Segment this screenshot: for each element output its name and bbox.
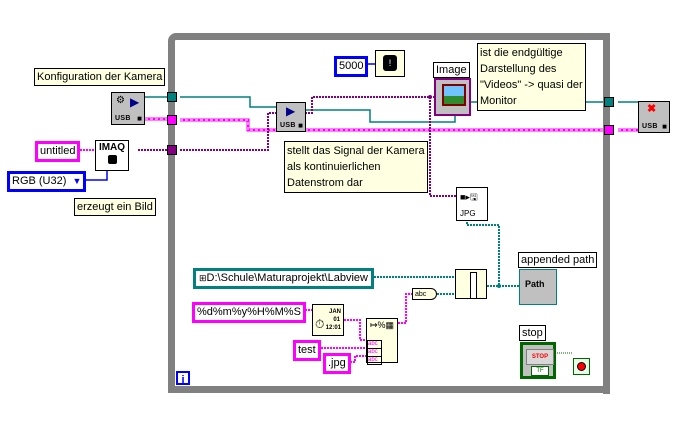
prefix-constant[interactable]: test (293, 340, 321, 361)
loop-resize-handle[interactable] (603, 387, 610, 394)
image-type-enum[interactable]: RGB (U32) ▼ (7, 171, 87, 192)
stop-button-terminal[interactable]: STOP TF (520, 342, 556, 379)
camera-config-icon: ⚙ (116, 95, 125, 106)
wire-image-to-jpeg (429, 97, 457, 197)
wire-session-loop (180, 96, 276, 108)
format-into-string-node[interactable]: ↦%▦ abc abc abc (366, 318, 398, 365)
image-in-tunnel[interactable] (167, 145, 177, 155)
month-text: JAN (328, 309, 341, 315)
path-indicator-text: Path (525, 279, 545, 289)
stop-button[interactable]: STOP (526, 349, 554, 365)
image-display-indicator[interactable] (434, 78, 471, 116)
base-path-constant[interactable]: ⊞D:\Schule\Maturaprojekt\Labview (193, 268, 374, 289)
comment-stream: stellt das Signal der Kamera als kontinu… (284, 141, 428, 193)
wait-node[interactable]: ! (375, 50, 405, 77)
comment-line: Datenstrom dar (287, 177, 363, 189)
wire-junction (497, 284, 501, 288)
concat-input[interactable]: abc (367, 356, 382, 365)
stop-if-true-icon (577, 362, 586, 371)
appended-path-label: appended path (518, 252, 598, 268)
wire-jpg (347, 355, 366, 363)
wire-time-out (344, 319, 366, 341)
usb-label: USB (115, 115, 131, 122)
usb-close-node[interactable]: ✖ USB ■ (638, 101, 670, 133)
error-out-tunnel[interactable] (604, 125, 614, 135)
camera-icon: ■ (298, 121, 303, 130)
wire-concat-out (398, 293, 412, 324)
wire-jpeg-path (466, 222, 500, 286)
path-icon: ⊞ (199, 273, 207, 283)
image-display-icon (442, 84, 466, 106)
wire-image-loop (180, 112, 276, 151)
close-x-icon: ✖ (647, 103, 657, 115)
wire-junction (428, 95, 432, 99)
string-to-path-icon: abc (415, 291, 427, 298)
camera-icon: ■ (137, 114, 142, 123)
comment-camera-config: Konfiguration der Kamera (34, 68, 166, 86)
wait-watch-icon: ! (383, 55, 397, 71)
imaq-label: IMAQ (98, 142, 126, 153)
comment-display: ist die endgültige Darstellung des "Vide… (477, 43, 586, 111)
comment-line: als kontinuierlichen (287, 161, 381, 173)
comment-line: Darstellung des (480, 63, 557, 75)
comment-line: stellt das Signal der Kamera (287, 145, 425, 157)
comment-creates-image: erzeugt ein Bild (74, 198, 156, 216)
comment-line: "Videos" -> quasi der (480, 79, 583, 91)
string-to-path-node[interactable]: abc (412, 288, 437, 300)
build-path-icon (470, 272, 477, 299)
comment-line: ist die endgültige (480, 47, 563, 59)
format-into-string-icon: ↦%▦ (370, 320, 395, 330)
write-jpeg-node[interactable]: ■▸🖫 JPG (456, 187, 488, 221)
build-path-node[interactable] (455, 269, 487, 299)
format-time-node[interactable]: ⏱ JAN 01 12:01 (312, 304, 344, 336)
usb-grab-node[interactable]: ▶ USB ■ (276, 102, 306, 132)
base-path-value: D:\Schule\Maturaprojekt\Labview (206, 272, 368, 284)
iteration-terminal: i (176, 371, 190, 386)
imaq-create-node[interactable]: IMAQ (95, 140, 129, 171)
day-text: 01 (333, 317, 340, 323)
write-jpeg-label: JPG (460, 209, 476, 218)
usb-label: USB (642, 123, 658, 130)
run-arrow-icon: ▶ (130, 95, 140, 109)
time-format-constant[interactable]: %d%m%y%H%M%S (192, 302, 306, 323)
image-name-constant[interactable]: untitled (35, 141, 81, 162)
dropdown-arrow-icon[interactable]: ▼ (72, 176, 82, 186)
wire-image-type (80, 170, 108, 181)
loop-condition-terminal[interactable] (573, 358, 590, 375)
stop-label: stop (519, 325, 546, 341)
imaq-create-icon (107, 155, 117, 164)
camera-icon: ■ (662, 122, 667, 131)
wire-image-grab-out (305, 96, 434, 114)
session-in-tunnel[interactable] (167, 92, 177, 102)
clock-icon: ⏱ (315, 317, 325, 331)
image-type-value: RGB (U32) (12, 175, 67, 187)
usb-label: USB (280, 122, 296, 129)
appended-path-indicator[interactable]: Path (519, 269, 557, 305)
boolean-type-label: TF (531, 366, 549, 376)
session-out-tunnel[interactable] (604, 97, 614, 107)
write-jpeg-icon: ■▸🖫 (460, 192, 478, 202)
error-in-tunnel[interactable] (167, 115, 177, 125)
usb-config-node[interactable]: ⚙ ▶ USB ■ (111, 92, 145, 125)
comment-line: Monitor (480, 95, 517, 107)
while-loop[interactable] (168, 33, 610, 393)
run-arrow-icon: ▶ (286, 104, 296, 118)
wait-ms-constant[interactable]: 5000 (334, 56, 369, 77)
image-display-label: Image (433, 62, 470, 78)
time-text: 12:01 (325, 325, 341, 331)
extension-constant[interactable]: .jpg (323, 353, 351, 374)
